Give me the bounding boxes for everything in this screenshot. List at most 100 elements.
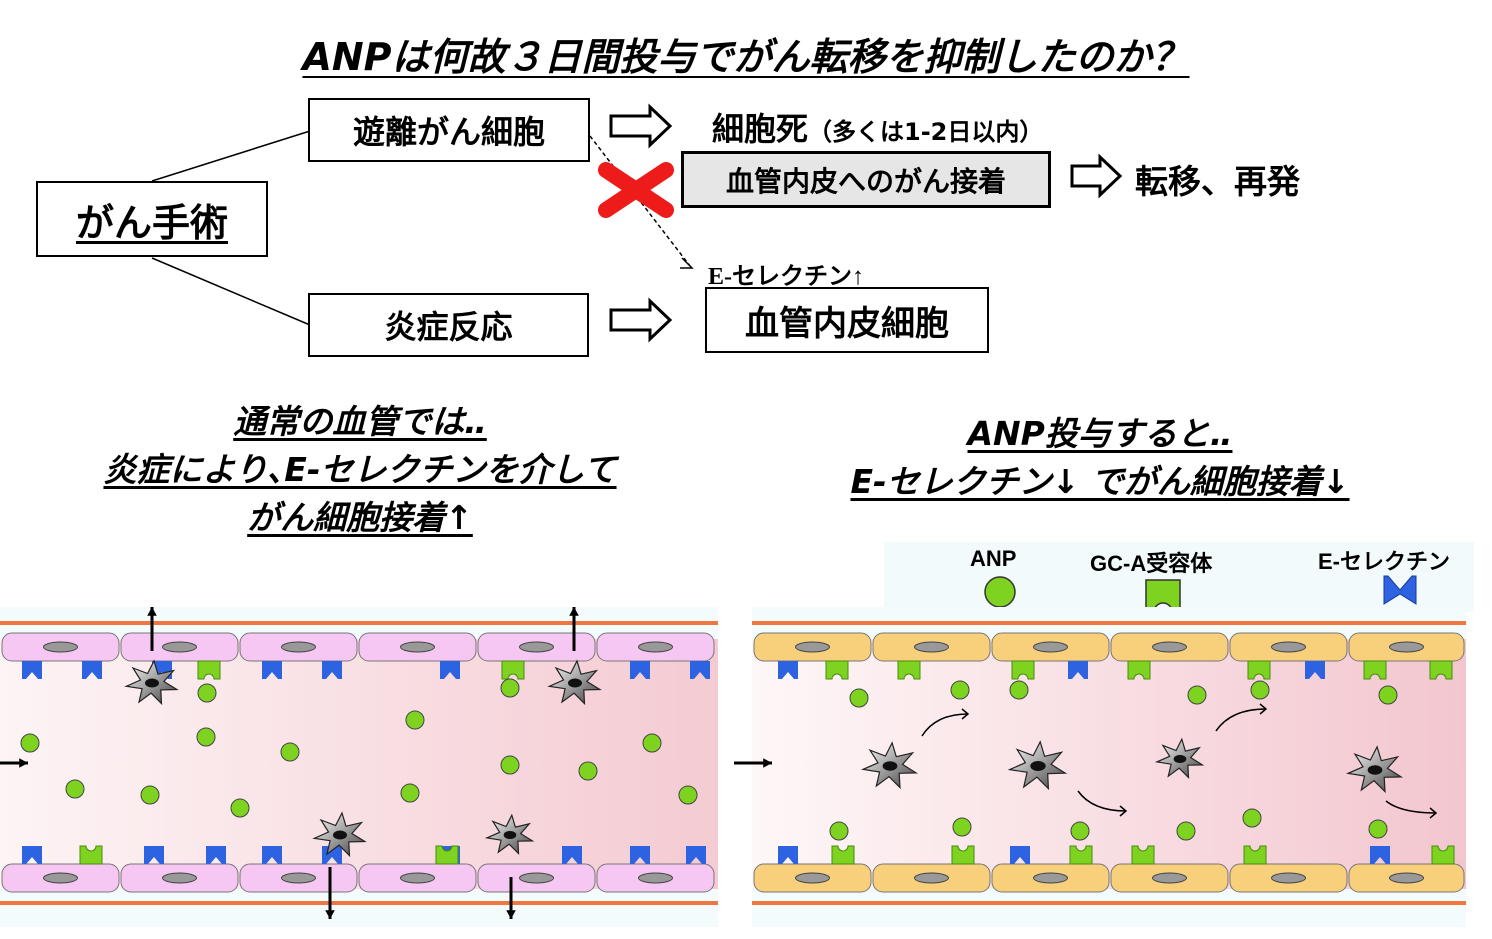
right-caption-line: ANP投与すると‥ [967,414,1233,453]
movement-arrow-head [961,708,970,720]
arrow-head [19,758,28,768]
eselectin-up-label: E-セレクチン↑ [708,264,864,290]
anp-dot [952,817,972,837]
cancer-cell-nucleus [503,830,517,840]
gca-receptor-icon [1363,660,1387,680]
movement-arrow-head [1259,703,1268,715]
metastasis-label: 転移、再発 [1135,162,1300,201]
anp-dot [196,727,216,747]
e-selectin-icon [322,661,342,679]
e-selectin-icon [630,846,650,864]
cancer-cell-nucleus [1030,761,1046,771]
movement-arrow [1215,708,1267,732]
endothelial-nucleus [43,641,78,653]
right-caption: ANP投与すると‥ E-セレクチン↓ でがん細胞接着↓ [760,410,1440,506]
cancer-cell-nucleus [568,678,582,688]
e-selectin-icon [1010,846,1030,864]
endothelial-nucleus [281,641,316,653]
free-cells-box: 遊離がん細胞 [308,98,590,162]
endothelial-nucleus [914,641,949,653]
arrow-head [763,758,772,768]
endothelial-nucleus [638,872,673,884]
movement-arrow-head [1429,807,1438,819]
cancer-cell-nucleus [1367,765,1383,775]
endothelial-nucleus [1271,641,1306,653]
movement-arrow [1385,800,1437,814]
endothelial-label: 血管内皮細胞 [745,303,949,344]
gca-receptor-icon [831,845,855,865]
adhesion-box: 血管内皮へのがん接着 [681,151,1051,208]
endothelial-nucleus [1033,872,1068,884]
left-caption-line: 炎症により､E-セレクチンを介して [103,450,617,489]
flow-connectors [151,103,1123,343]
gca-receptor-icon [197,660,221,680]
left-vessel [0,607,718,927]
gca-receptor-icon [1131,845,1155,865]
cancer-cell-nucleus [1173,754,1187,764]
vessel-lumen [0,639,718,889]
endothelial-nucleus [162,641,197,653]
gca-receptor-icon [825,660,849,680]
gca-receptor-icon [435,845,459,865]
endothelial-nucleus [519,872,554,884]
gca-receptor-icon [79,845,103,865]
gca-receptor-icon [951,845,975,865]
anp-dot [280,742,300,762]
anp-dot [1242,808,1262,828]
movement-arrow [1077,790,1127,812]
anp-dot [1070,821,1090,841]
anp-dot [405,710,425,730]
endothelial-nucleus [1033,641,1068,653]
endothelial-nucleus [162,872,197,884]
e-selectin-icon [22,846,42,864]
gca-receptor-icon [1429,660,1453,680]
e-selectin-icon [262,846,282,864]
endothelial-nucleus [1152,641,1187,653]
e-selectin-icon [144,846,164,864]
vessel-wall-top [752,621,1466,625]
legend-eselectin-label: E-セレクチン [1318,549,1451,574]
endothelial-nucleus [1389,641,1424,653]
cell-death-label: 細胞死（多くは1-2日以内） [712,104,1043,150]
gca-receptor-icon [1011,660,1035,680]
anp-dot [578,761,598,781]
endothelial-nucleus [795,641,830,653]
anp-dot [829,821,849,841]
endothelial-nucleus [519,641,554,653]
anp-dot [1378,685,1398,705]
right-vessel [734,607,1466,927]
vessel-wall-bottom [0,901,718,905]
endothelial-nucleus [795,872,830,884]
e-selectin-icon [1370,846,1390,864]
anp-dot [1187,685,1207,705]
gca-receptor-icon [1243,845,1267,865]
cancer-cell-nucleus [882,761,898,771]
anp-dot [1368,819,1388,839]
e-selectin-icon [630,661,650,679]
right-caption-line: E-セレクチン↓ でがん細胞接着↓ [850,462,1350,501]
e-selectin-icon [1305,661,1325,679]
cancer-cell-nucleus [333,830,347,840]
endothelial-nucleus [1152,872,1187,884]
vessel-wall-bottom [752,901,1466,905]
gca-receptor-icon [1431,845,1455,865]
e-selectin-icon [22,661,42,679]
anp-dot [230,798,250,818]
e-selectin-icon [562,846,582,864]
surgery-box: がん手術 [36,181,268,257]
left-caption-line: がん細胞接着↑ [247,498,473,537]
gca-receptor-icon [1127,660,1151,680]
page-title: ANPは何故３日間投与でがん転移を抑制したのか？ [302,35,1190,79]
endothelial-nucleus [914,872,949,884]
free-cells-label: 遊離がん細胞 [352,113,545,151]
legend-gca-label: GC-A受容体 [1090,551,1213,576]
movement-arrow-head [1119,805,1128,817]
anp-dot [849,688,869,708]
left-caption: 通常の血管では‥ 炎症により､E-セレクチンを介して がん細胞接着↑ [30,398,690,542]
cell-death-text: 細胞死 [712,110,809,148]
e-selectin-icon [1068,661,1088,679]
endothelial-nucleus [400,641,435,653]
anp-dot [65,779,85,799]
endothelial-nucleus [400,872,435,884]
anp-dot [950,680,970,700]
